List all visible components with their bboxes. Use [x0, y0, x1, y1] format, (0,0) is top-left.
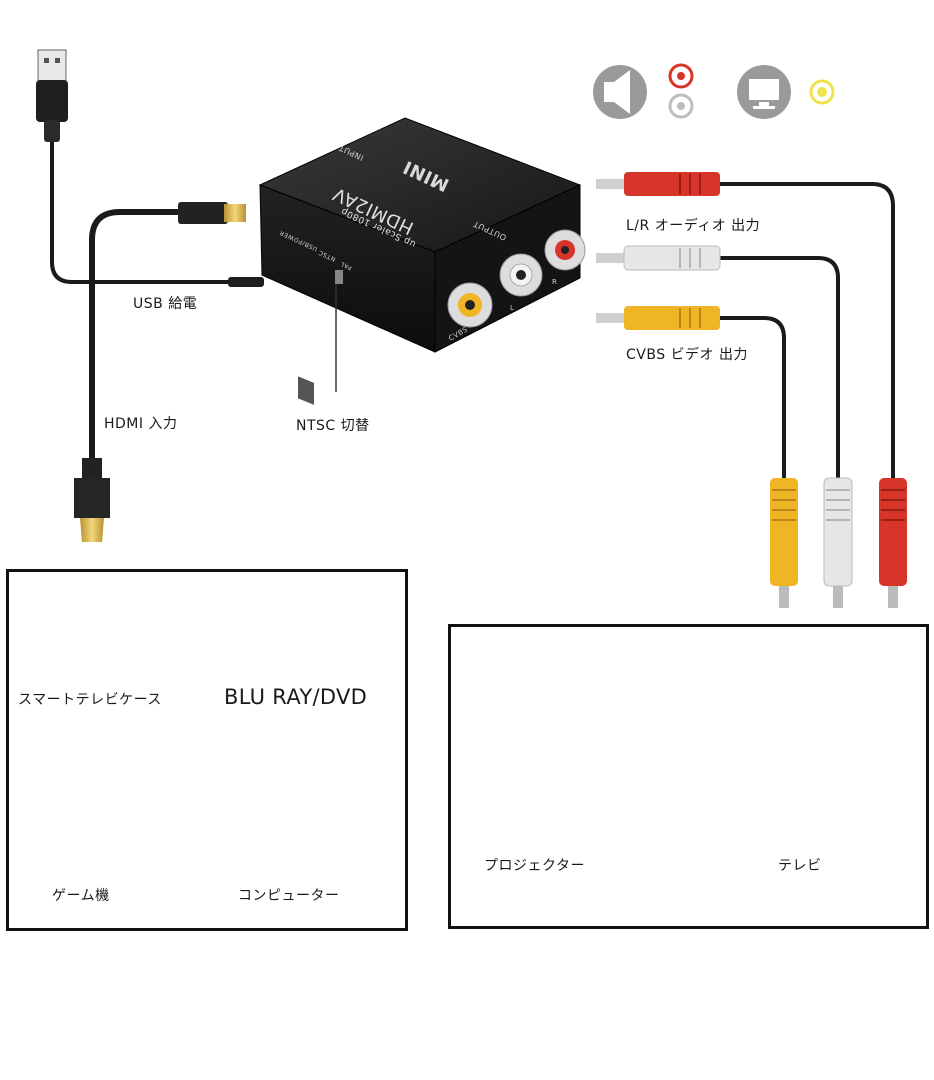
device-left-port-label: L	[510, 304, 515, 312]
hdmi-cable	[74, 202, 246, 542]
rca-plug-white-icon	[823, 477, 853, 608]
source-label-game-console: ゲーム機	[52, 888, 110, 904]
speaker-icon	[593, 65, 647, 119]
video-jack-dot-icon	[809, 79, 835, 105]
source-devices-panel	[6, 569, 408, 931]
source-label-bluray: BLU RAY/DVD	[224, 685, 368, 709]
rca-jack-right	[544, 229, 586, 271]
monitor-icon	[737, 65, 791, 119]
usb-port	[298, 376, 314, 405]
audio-output-label: L/R オーディオ 出力	[626, 218, 761, 234]
hdmi-plug-top	[178, 202, 246, 224]
usb-plug-icon	[36, 49, 68, 142]
usb-cable	[36, 49, 264, 287]
rca-jack-cvbs	[447, 282, 493, 328]
rca-plug-red-icon	[879, 478, 907, 608]
rca-jack-left	[499, 253, 543, 297]
video-output-label: CVBS ビデオ 出力	[626, 347, 748, 363]
rca-cable-white	[596, 245, 840, 485]
usb-power-label: USB 給電	[133, 296, 198, 312]
device-right-port-label: R	[552, 278, 558, 286]
ntsc-switch-label: NTSC 切替	[296, 418, 370, 434]
output-label-projector: プロジェクター	[484, 858, 585, 874]
hdmi-input-label: HDMI 入力	[104, 416, 178, 432]
output-label-tv: テレビ	[778, 858, 822, 874]
hdmi-plug-bottom-icon	[74, 458, 110, 542]
ntsc-pal-switch	[335, 270, 343, 284]
audio-jack-dots-icon	[668, 63, 694, 119]
converter-box	[258, 117, 586, 405]
micro-usb-plug	[228, 277, 264, 287]
source-label-tv-box: スマートテレビケース	[18, 692, 162, 708]
rca-cable-red	[596, 172, 895, 485]
source-label-computer: コンピューター	[238, 888, 340, 904]
rca-plug-yellow-icon	[770, 478, 798, 608]
output-devices-panel	[448, 624, 929, 929]
rca-cable-yellow	[596, 306, 786, 485]
